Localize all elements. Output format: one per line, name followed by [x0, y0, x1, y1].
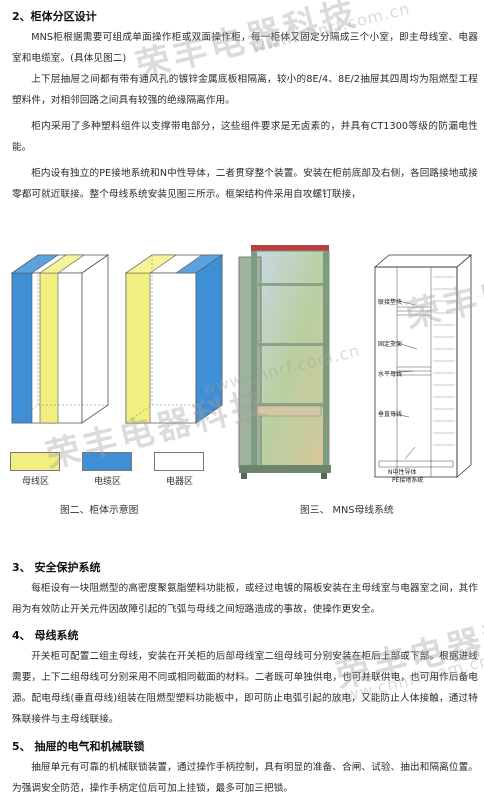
annotation-vertical-busbar: 垂直母线	[378, 411, 403, 418]
annotation-fixed-bracket: 固定支架	[378, 341, 403, 348]
legend-label-busbar: 母线区	[22, 477, 50, 487]
busbar-system-drawing	[374, 254, 472, 478]
section-2-paragraph-3: 柜内采用了多种塑料组件以支撑带电部分，这些组件要求是无卤素的，并具有CT1300…	[12, 121, 478, 153]
section-3-title: 3、 安全保护系统	[12, 561, 101, 574]
legend-swatch-busbar	[10, 452, 60, 471]
annotation-pe-grounding: PE接地系统	[392, 477, 424, 484]
annotation-connection-block: 联接垫块	[378, 299, 403, 306]
section-2-title: 2、柜体分区设计	[12, 10, 97, 23]
annotation-horizontal-busbar: 水平母线	[378, 371, 403, 378]
section-2-paragraph-1: MNS柜根据需要可组成单面操作柜或双面操作柜，每一柜体又固定分隔成三个小室，即主…	[12, 32, 478, 64]
figure-3-caption: 图三、 MNS母线系统	[300, 505, 394, 516]
cabinet-diagram-figure	[10, 254, 224, 424]
mns-cabinet-photo	[238, 245, 331, 479]
section-4-paragraph-1: 开关柜可配置二组主母线，安装在开关柜的后部母线室二组母线可分别安装在柜后上部或下…	[12, 651, 478, 725]
section-4-title: 4、 母线系统	[12, 629, 79, 642]
legend-label-cable: 电缆区	[94, 477, 122, 487]
legend-swatch-equipment	[154, 452, 204, 471]
section-5-paragraph-1: 抽屉单元有可靠的机械联锁装置，通过操作手柄控制，具有明显的准备、合闸、试验、抽出…	[12, 762, 478, 794]
section-5-title: 5、 抽屉的电气和机械联锁	[12, 740, 145, 753]
legend-swatch-cable	[82, 452, 132, 471]
cabinet-2-drawing	[124, 254, 224, 424]
section-2-paragraph-4: 柜内设有独立的PE接地系统和N中性导体，二者贯穿整个装置。安装在柜前底部及右侧，…	[12, 168, 478, 200]
legend-label-equipment: 电器区	[166, 477, 194, 487]
annotation-neutral-conductor: N中性导体	[388, 469, 417, 476]
section-2-paragraph-2: 上下层抽屉之间都有带有通风孔的镀锌金属底板相隔离，较小的8E/4、8E/2抽屉其…	[12, 74, 478, 106]
figure-2-caption: 图二、柜体示意图	[60, 505, 139, 516]
section-3-paragraph-1: 每柜设有一块阻燃型的高密度聚氨脂塑料功能板，或经过电镀的隔板安装在主母线室与电器…	[12, 583, 478, 615]
cabinet-1-drawing	[10, 254, 110, 424]
